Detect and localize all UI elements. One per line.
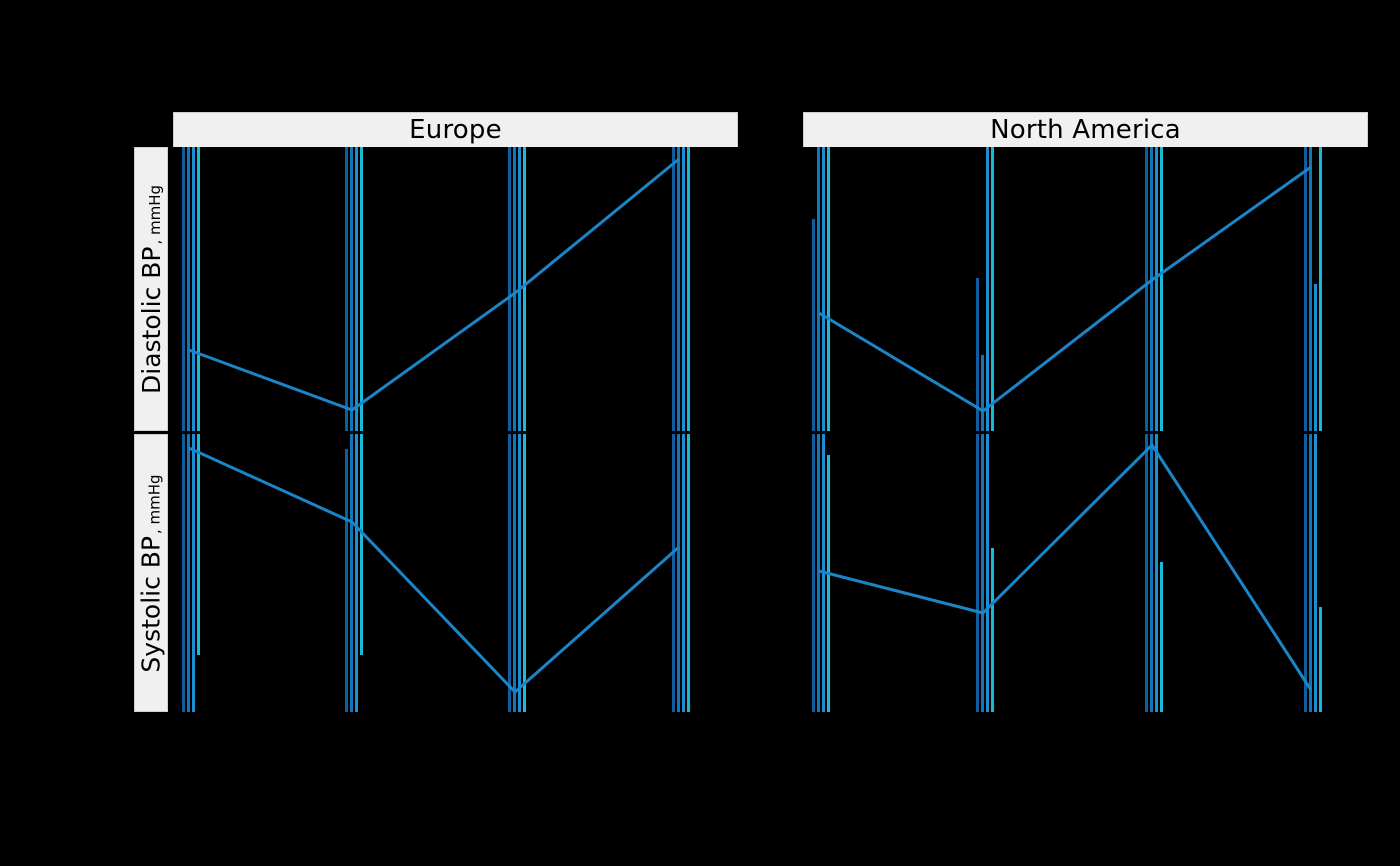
- error-bar: [349, 434, 353, 712]
- error-bar: [1303, 434, 1307, 712]
- error-bar: [671, 434, 675, 712]
- error-bar: [354, 147, 358, 431]
- error-bar: [1313, 434, 1317, 712]
- error-bar: [985, 147, 989, 431]
- error-bar: [196, 147, 200, 431]
- error-bar: [354, 434, 358, 712]
- error-bar: [985, 434, 989, 712]
- error-bar: [676, 147, 680, 431]
- error-bar: [821, 147, 825, 431]
- error-bar: [1159, 562, 1163, 712]
- error-bar: [1308, 147, 1312, 431]
- error-bar: [517, 434, 521, 712]
- error-bar: [980, 355, 984, 431]
- error-bar: [990, 548, 994, 712]
- error-bar: [686, 434, 690, 712]
- error-bar: [522, 434, 526, 712]
- error-bar: [186, 147, 190, 431]
- error-bar: [990, 147, 994, 431]
- error-bar: [826, 147, 830, 431]
- error-bar: [196, 434, 200, 655]
- series-connector-svg: [188, 157, 680, 412]
- series-connector-svg: [818, 165, 1312, 413]
- error-bar: [181, 147, 185, 431]
- error-bar: [980, 434, 984, 712]
- panel-europe-diastolic: [173, 147, 738, 431]
- error-bar: [1318, 147, 1322, 431]
- error-bar: [191, 434, 195, 712]
- error-bar: [811, 434, 815, 712]
- error-bar: [186, 434, 190, 712]
- error-bar: [975, 278, 979, 431]
- facet-row-strip-label: Systolic BP: [136, 535, 166, 673]
- series-connector-svg: [818, 443, 1313, 691]
- panel-europe-systolic: [173, 434, 738, 712]
- error-bar: [816, 434, 820, 712]
- facet-col-strip-europe: Europe: [173, 112, 738, 148]
- error-bar: [507, 434, 511, 712]
- error-bar: [1154, 434, 1158, 712]
- error-bar: [507, 147, 511, 431]
- error-bar: [349, 147, 353, 431]
- error-bar: [816, 147, 820, 431]
- error-bar: [512, 147, 516, 431]
- error-bar: [811, 219, 815, 431]
- error-bar: [671, 147, 675, 431]
- error-bar: [522, 147, 526, 431]
- error-bar: [681, 434, 685, 712]
- error-bar: [1149, 434, 1153, 712]
- error-bar: [191, 147, 195, 431]
- series-connector-svg: [188, 446, 680, 694]
- error-bar: [826, 455, 830, 712]
- facet-row-strip-unit: , mmHg: [145, 473, 164, 534]
- error-bar: [1159, 147, 1163, 431]
- facet-row-strip-diastolic: Diastolic BP, mmHg: [134, 147, 168, 431]
- facet-col-strip-label: North America: [990, 115, 1181, 145]
- error-bar: [344, 449, 348, 712]
- error-bar: [359, 434, 363, 655]
- facet-row-strip-label: Diastolic BP: [136, 246, 166, 394]
- error-bar: [975, 434, 979, 712]
- error-bar: [681, 147, 685, 431]
- series-line: [188, 157, 680, 412]
- error-bar: [676, 434, 680, 712]
- error-bar: [1313, 284, 1317, 431]
- error-bar: [181, 434, 185, 712]
- facet-row-strip-systolic: Systolic BP, mmHg: [134, 434, 168, 712]
- error-bar: [1303, 147, 1307, 431]
- error-bar: [1149, 147, 1153, 431]
- error-bar: [1144, 147, 1148, 431]
- panel-north-america-diastolic: [803, 147, 1368, 431]
- facet-row-strip-unit: , mmHg: [145, 184, 164, 245]
- error-bar: [686, 147, 690, 431]
- panel-north-america-systolic: [803, 434, 1368, 712]
- series-line: [818, 443, 1313, 691]
- facet-col-strip-north-america: North America: [803, 112, 1368, 148]
- error-bar: [344, 147, 348, 431]
- error-bar: [1308, 434, 1312, 712]
- error-bar: [1154, 147, 1158, 431]
- error-bar: [1144, 434, 1148, 712]
- error-bar: [512, 434, 516, 712]
- facet-col-strip-label: Europe: [409, 115, 502, 145]
- series-line: [188, 446, 680, 694]
- series-line: [818, 165, 1312, 413]
- error-bar: [1318, 607, 1322, 712]
- error-bar: [359, 147, 363, 431]
